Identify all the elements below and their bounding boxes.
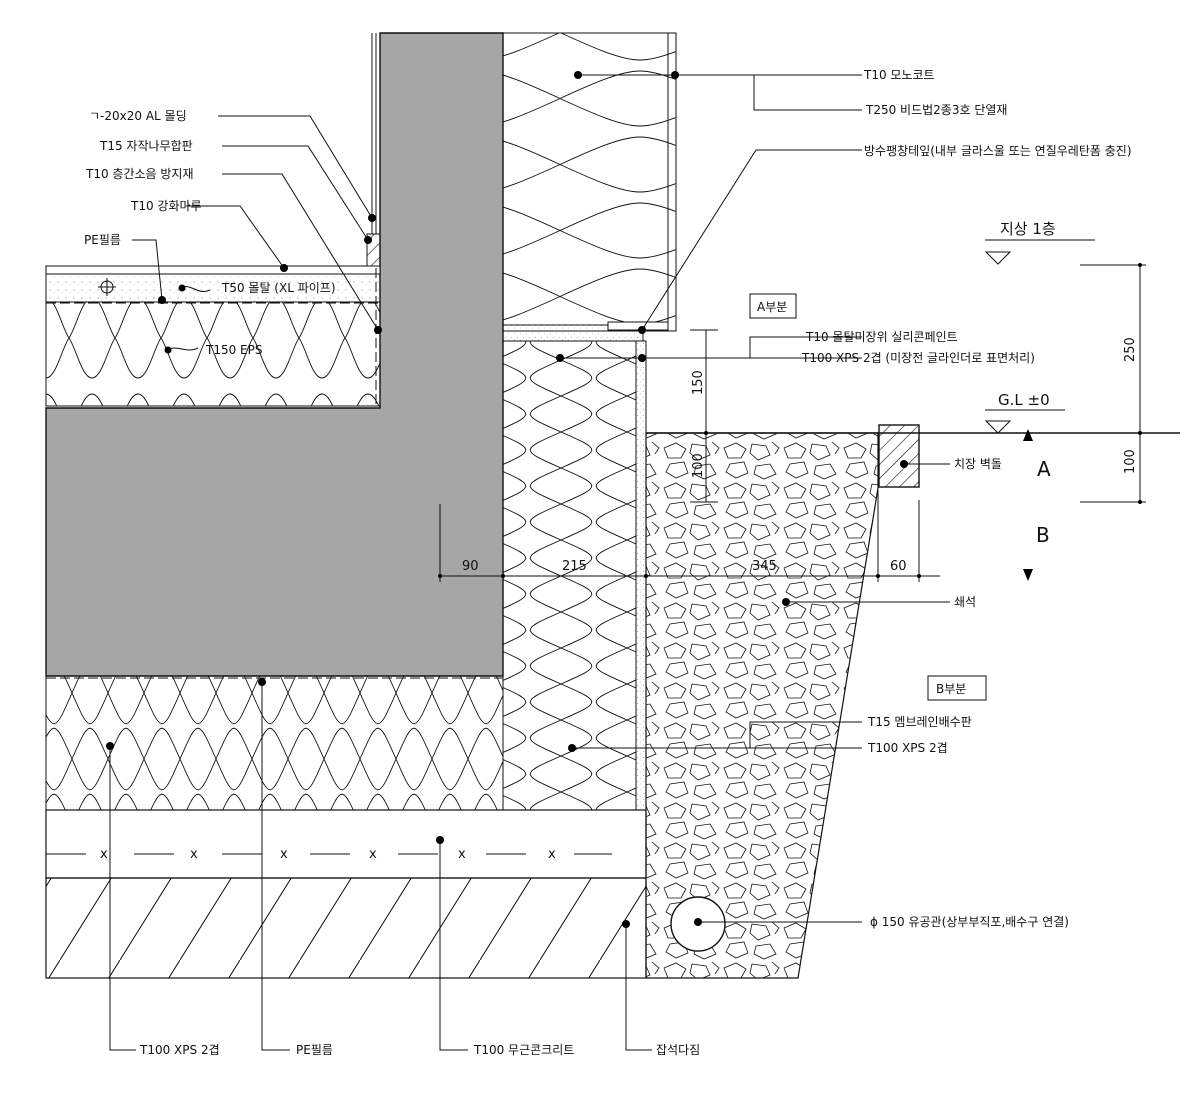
label-crushed-stone: 쇄석 [954, 595, 976, 609]
label-monocoat: T10 모노코트 [863, 68, 935, 82]
gravel-bed-layer [45, 877, 647, 979]
dim-345: 345 [752, 559, 777, 574]
dim-250: 250 [1123, 337, 1138, 362]
dim-90: 90 [462, 559, 479, 574]
label-laminate-floor: T10 강화마루 [130, 199, 202, 213]
part-a-label: A부분 [757, 300, 787, 314]
label-drain-pipe: ϕ 150 유공관(상부부직포,배수구 연결) [870, 915, 1069, 929]
x-mark: x [458, 847, 466, 862]
dim-150: 150 [691, 370, 706, 395]
label-xps-mid: T100 XPS 2겹 [867, 741, 948, 755]
label-gravel: 잡석다짐 [656, 1043, 700, 1057]
marker-a: A [1037, 457, 1051, 481]
x-mark: x [100, 847, 108, 862]
label-sound-insulation: T10 층간소음 방지재 [85, 167, 194, 181]
mortar-layer [45, 273, 381, 303]
label-plain-concrete: T100 무근콘크리트 [473, 1043, 574, 1057]
label-al-molding: ㄱ-20x20 AL 몰딩 [89, 109, 187, 123]
label-eps: T150 EPS [205, 343, 262, 357]
part-b-label: B부분 [936, 682, 966, 696]
arrow-down-icon [1023, 569, 1033, 581]
label-border-stone: 치장 벽돌 [954, 457, 1002, 471]
crushed-stone-backfill [645, 432, 879, 979]
arrow-up-icon [1023, 429, 1033, 441]
label-xps-bottom: T100 XPS 2겹 [139, 1043, 220, 1057]
level-ground: G.L ±0 [998, 391, 1050, 409]
label-silicone-paint: T10 몰탈미장위 실리콘페인트 [805, 330, 958, 344]
level-first-floor: 지상 1층 [1000, 220, 1056, 238]
laminate-floor-layer [45, 265, 381, 275]
plain-concrete-layer [45, 809, 647, 879]
dim-100-left: 100 [691, 453, 706, 478]
eps-layer [45, 301, 381, 407]
label-plywood: T15 자작나무합판 [99, 139, 193, 153]
marker-b: B [1036, 523, 1050, 547]
label-bead-insulation: T250 비드법2종3호 단열재 [865, 103, 1007, 117]
part-b-box [927, 675, 987, 701]
x-mark: x [190, 847, 198, 862]
dim-215: 215 [562, 559, 587, 574]
x-mark: x [548, 847, 556, 862]
label-waterproof-tape: 방수팽창테잎(내부 글라스울 또는 연질우레탄폼 충진) [864, 144, 1132, 158]
label-mortar: T50 몰탈 (XL 파이프) [221, 281, 336, 295]
part-a-box [749, 293, 797, 319]
label-pe-film: PE필름 [84, 233, 121, 247]
bead-insulation-wall [502, 32, 677, 332]
dim-100-right: 100 [1123, 449, 1138, 474]
label-xps-top: T100 XPS 2겹 (미장전 글라인더로 표면처리) [801, 351, 1035, 365]
xps-under-slab [45, 675, 504, 811]
dim-60: 60 [890, 559, 907, 574]
border-stone [878, 424, 920, 488]
x-mark: x [280, 847, 288, 862]
label-membrane: T15 멤브레인배수판 [867, 715, 972, 729]
x-mark: x [369, 847, 377, 862]
label-pe-film-bottom: PE필름 [296, 1043, 333, 1057]
